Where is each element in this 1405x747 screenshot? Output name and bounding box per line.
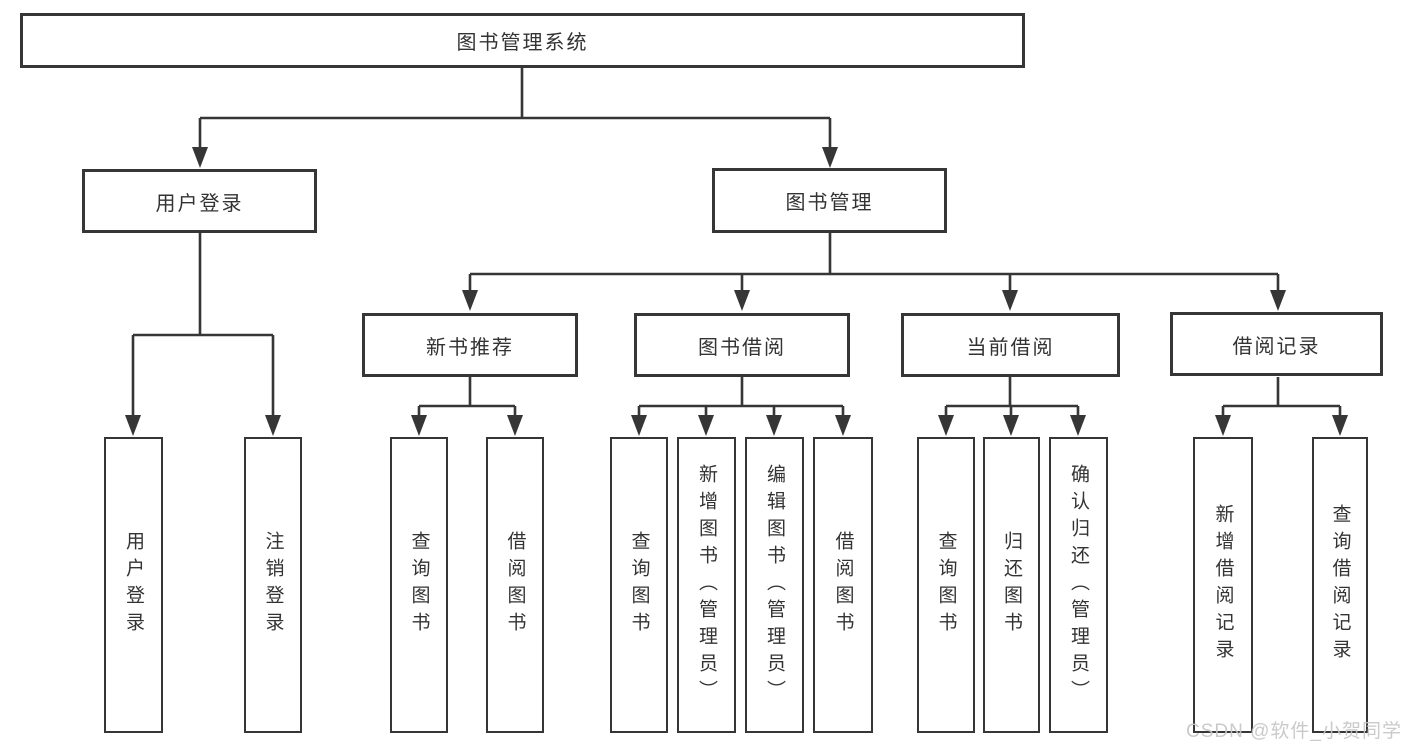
node-label: 查询借阅记录 bbox=[1329, 504, 1351, 666]
node-book-borrow: 图书借阅 bbox=[634, 313, 850, 377]
arrowhead bbox=[766, 415, 782, 436]
node-label: 图书管理 bbox=[785, 192, 874, 214]
leaf-record-query: 查询借阅记录 bbox=[1312, 437, 1368, 733]
arrowhead bbox=[462, 290, 478, 311]
node-book-management: 图书管理 bbox=[712, 168, 947, 233]
node-label: 编辑图书（管理员） bbox=[764, 463, 785, 707]
node-label: 借阅图书 bbox=[832, 531, 854, 639]
leaf-borrow-edit-book: 编辑图书（管理员） bbox=[745, 437, 804, 733]
node-label: 借阅记录 bbox=[1232, 335, 1321, 358]
node-label: 用户登录 bbox=[155, 192, 244, 215]
connector-path bbox=[131, 68, 1342, 418]
leaf-logout: 注销登录 bbox=[244, 437, 302, 733]
arrowhead bbox=[1215, 415, 1231, 436]
arrowhead bbox=[265, 415, 281, 436]
leaf-current-return: 归还图书 bbox=[983, 437, 1040, 733]
node-library-system: 图书管理系统 bbox=[20, 13, 1025, 68]
leaf-newbook-borrow: 借阅图书 bbox=[486, 437, 544, 733]
arrowhead bbox=[698, 415, 714, 436]
leaf-record-add: 新增借阅记录 bbox=[1193, 437, 1253, 733]
node-label: 归还图书 bbox=[1001, 531, 1022, 639]
node-label: 图书借阅 bbox=[698, 336, 786, 359]
leaf-current-confirm-return: 确认归还（管理员） bbox=[1049, 437, 1108, 733]
node-user-login: 用户登录 bbox=[82, 169, 317, 233]
node-new-book-recommend: 新书推荐 bbox=[362, 313, 578, 377]
arrowhead bbox=[192, 147, 208, 168]
node-label: 查询图书 bbox=[935, 531, 957, 639]
node-label: 查询图书 bbox=[408, 531, 430, 639]
arrowhead bbox=[734, 290, 750, 311]
arrowhead bbox=[1003, 415, 1019, 436]
node-label: 当前借阅 bbox=[966, 336, 1055, 359]
node-borrow-record: 借阅记录 bbox=[1170, 312, 1383, 376]
leaf-newbook-query: 查询图书 bbox=[390, 437, 448, 733]
node-current-borrow: 当前借阅 bbox=[901, 313, 1120, 377]
node-label: 注销登录 bbox=[262, 531, 284, 639]
arrowhead bbox=[1270, 290, 1286, 311]
arrowhead bbox=[1002, 290, 1018, 311]
leaf-current-query: 查询图书 bbox=[917, 437, 975, 733]
arrowhead bbox=[507, 415, 523, 436]
arrowhead bbox=[1070, 415, 1086, 436]
csdn-watermark: CSDN @软件_小贺同学 bbox=[1186, 721, 1402, 742]
leaf-borrow-add-book: 新增图书（管理员） bbox=[677, 437, 736, 733]
node-label: 新书推荐 bbox=[426, 336, 514, 359]
arrowhead bbox=[1332, 415, 1348, 436]
node-label: 借阅图书 bbox=[504, 531, 526, 639]
node-label: 查询图书 bbox=[628, 531, 650, 639]
arrowhead bbox=[411, 415, 427, 436]
leaf-user-login: 用户登录 bbox=[104, 437, 163, 733]
arrowhead bbox=[125, 415, 141, 436]
node-label: 确认归还（管理员） bbox=[1068, 463, 1089, 707]
node-label: 图书管理系统 bbox=[456, 32, 589, 54]
leaf-borrow-book: 借阅图书 bbox=[813, 437, 873, 733]
arrowhead bbox=[822, 147, 838, 168]
node-label: 新增图书（管理员） bbox=[696, 463, 717, 707]
node-label: 新增借阅记录 bbox=[1212, 504, 1234, 666]
node-label: 用户登录 bbox=[123, 531, 144, 639]
arrowhead bbox=[938, 415, 954, 436]
arrowhead bbox=[835, 415, 851, 436]
leaf-borrow-query: 查询图书 bbox=[610, 437, 668, 733]
arrowhead bbox=[631, 415, 647, 436]
